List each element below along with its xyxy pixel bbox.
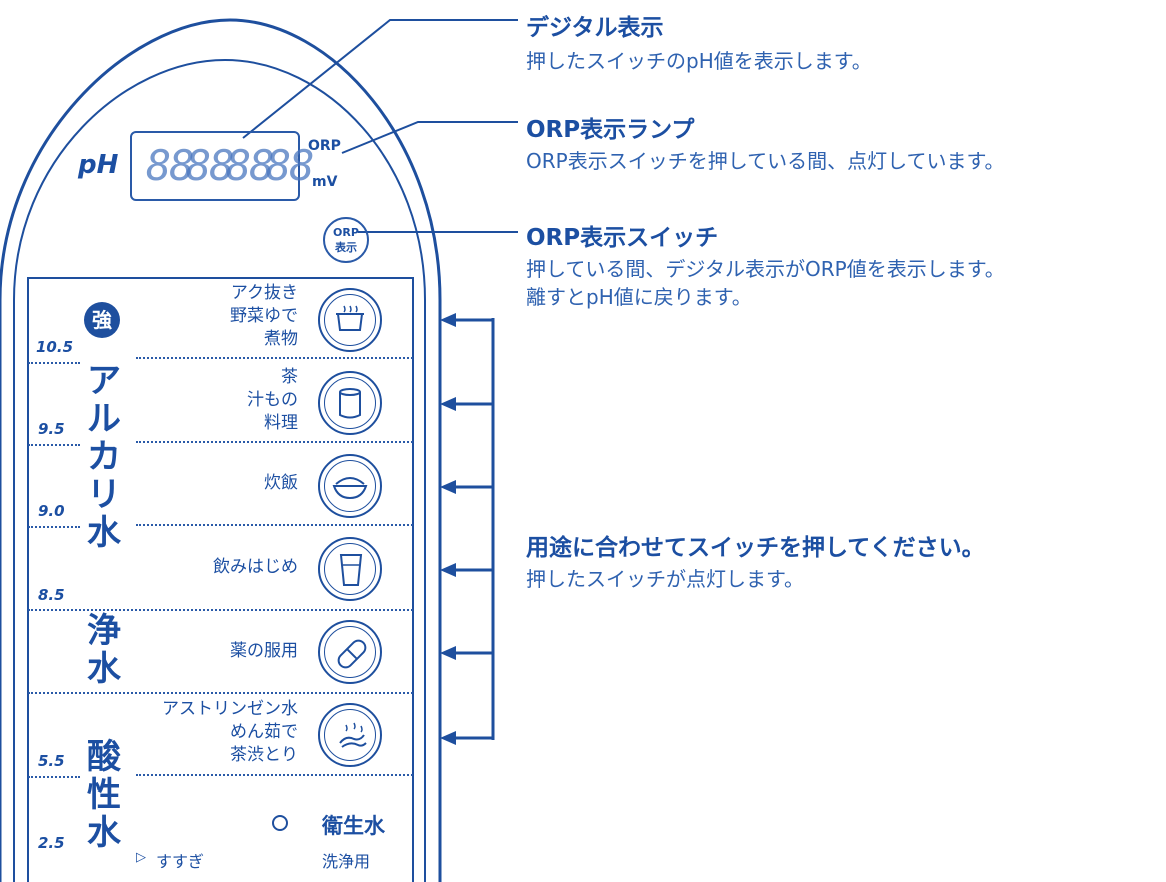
arrow-head	[440, 397, 456, 411]
strong-badge: 強	[84, 302, 120, 338]
hands-washing-icon-glyph	[339, 722, 367, 748]
glass-icon-glyph	[339, 554, 363, 586]
pot-icon-glyph	[336, 305, 364, 331]
switch-label-4: 飲みはじめ	[213, 556, 298, 579]
cup-icon[interactable]	[318, 371, 382, 435]
rice-bowl-icon[interactable]	[318, 454, 382, 518]
switch-label-1: アク抜き 野菜ゆで 煮物	[230, 282, 298, 351]
lcd-digit: 88	[226, 141, 275, 190]
ph-divider	[28, 362, 80, 364]
pill-icon[interactable]	[318, 620, 382, 684]
usage-title: 用途に合わせてスイッチを押してください。	[526, 535, 985, 561]
label-line: 煮物	[264, 329, 298, 349]
digital-display-title: デジタル表示	[526, 15, 664, 41]
ph-divider	[28, 444, 80, 446]
label-line: めん茹で	[230, 722, 298, 742]
label-line: 炊飯	[264, 473, 298, 493]
hands-washing-icon[interactable]	[318, 703, 382, 767]
rice-bowl-icon-glyph	[332, 477, 368, 500]
orp-lamp-label: ORP	[308, 138, 341, 154]
purified-char: 浄	[87, 611, 121, 651]
ph-value: 5.5	[38, 752, 65, 770]
label-line: アストリンゼン水	[162, 699, 298, 719]
orp-button-line1: ORP	[333, 226, 359, 239]
label-line: 料理	[264, 413, 298, 433]
acidic-water-label: 酸 性 水	[84, 738, 124, 852]
purified-char: 水	[87, 649, 121, 689]
row-divider	[28, 692, 413, 694]
alkaline-water-label: ア ル カ リ 水	[84, 362, 124, 552]
label-line: 汁もの	[247, 390, 298, 410]
sanitize-sub: 洗浄用	[322, 852, 371, 871]
rice-bowl-icon-ring	[324, 460, 376, 512]
row-divider	[136, 774, 413, 776]
ph-divider	[28, 776, 80, 778]
glass-icon[interactable]	[318, 537, 382, 601]
switch-label-6: アストリンゼン水 めん茹で 茶渋とり	[162, 698, 298, 767]
orp-switch-desc-1: 押している間、デジタル表示がORP値を表示します。	[526, 257, 1005, 281]
ph-value: 10.5	[36, 338, 74, 356]
row-divider	[136, 441, 413, 443]
alkaline-char: 水	[87, 513, 121, 553]
label-line: 茶渋とり	[230, 745, 298, 765]
row-divider	[136, 524, 413, 526]
label-line: 飲みはじめ	[213, 557, 298, 577]
pill-icon-glyph	[337, 639, 367, 669]
orp-display-button[interactable]: ORP 表示	[323, 217, 369, 263]
orp-switch-title: ORP表示スイッチ	[526, 225, 719, 251]
pot-icon[interactable]	[318, 288, 382, 352]
label-line: アク抜き	[230, 283, 298, 303]
lcd-digit: 88	[266, 141, 315, 190]
mv-label: mV	[312, 174, 338, 190]
switch-label-5: 薬の服用	[230, 640, 298, 663]
glass-icon-ring	[324, 543, 376, 595]
ph-value: 9.0	[38, 502, 65, 520]
label-line: 茶	[281, 367, 298, 387]
play-triangle-icon: ▷	[136, 850, 146, 865]
arrow-head	[440, 731, 456, 745]
purified-water-label: 浄 水	[84, 612, 124, 688]
ph-value: 8.5	[38, 586, 65, 604]
cup-icon-glyph	[339, 388, 361, 419]
switch-label-3: 炊飯	[264, 472, 298, 495]
alkaline-char: ル	[87, 399, 121, 439]
alkaline-char: ア	[87, 361, 121, 401]
acidic-char: 酸	[87, 737, 121, 777]
alkaline-char: カ	[87, 437, 121, 477]
arrow-head	[440, 480, 456, 494]
cup-icon-ring	[324, 377, 376, 429]
label-line: 野菜ゆで	[230, 306, 298, 326]
sanitize-title: 衛生水	[322, 814, 385, 838]
rinse-label: すすぎ	[156, 852, 205, 871]
usage-desc: 押したスイッチが点灯します。	[526, 567, 804, 591]
lcd-digit: 88	[186, 141, 235, 190]
row-divider	[136, 357, 413, 359]
ph-label: pH	[78, 150, 119, 180]
label-line: 薬の服用	[230, 641, 298, 661]
switch-label-2: 茶 汁もの 料理	[247, 366, 298, 435]
arrow-head	[440, 646, 456, 660]
ph-divider	[28, 526, 80, 528]
orp-lamp-title: ORP表示ランプ	[526, 117, 695, 143]
arrow-head	[440, 563, 456, 577]
orp-switch-desc-2: 離すとpH値に戻ります。	[526, 285, 752, 309]
hands-washing-icon-ring	[324, 709, 376, 761]
digital-display: 88 88 88 88	[130, 131, 315, 201]
acidic-char: 性	[87, 775, 121, 815]
row-divider	[28, 609, 413, 611]
digital-display-desc: 押したスイッチのpH値を表示します。	[526, 49, 872, 73]
arrow-head	[440, 313, 456, 327]
pill-icon-ring	[324, 626, 376, 678]
ph-value: 9.5	[38, 420, 65, 438]
orp-button-line2: 表示	[335, 241, 357, 254]
acidic-char: 水	[87, 813, 121, 853]
orp-lamp-desc: ORP表示スイッチを押している間、点灯しています。	[526, 149, 1005, 173]
alkaline-char: リ	[87, 475, 121, 515]
sanitize-lamp	[272, 815, 288, 831]
lcd-digit: 88	[146, 141, 195, 190]
pot-icon-ring	[324, 294, 376, 346]
ph-value: 2.5	[38, 834, 65, 852]
